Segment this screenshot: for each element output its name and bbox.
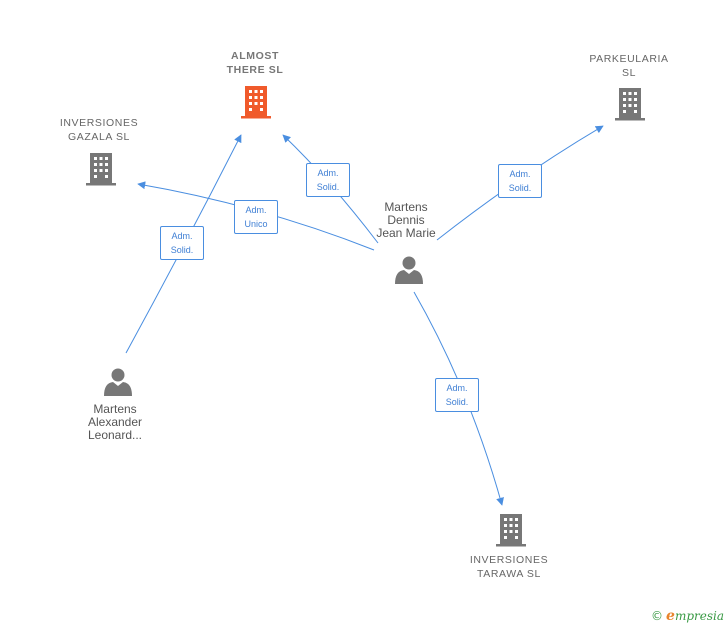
person-name-line: Martens (384, 200, 428, 214)
edge-badge-dennis-gazala[interactable]: Adm. Unico (234, 200, 278, 234)
role-line: Adm. (446, 383, 468, 393)
role-line: Unico (244, 219, 268, 229)
person-label-martens-alexander[interactable]: Martens Alexander Leonard... (65, 403, 165, 442)
company-name-line: PARKEULARIA (589, 53, 669, 65)
role-line: Adm. (317, 168, 339, 178)
building-icon-parkeularia[interactable] (615, 88, 645, 121)
role-line: Adm. (509, 169, 531, 179)
empresia-logo: ©empresia (651, 608, 724, 624)
company-name-line: GAZALA SL (67, 131, 130, 143)
role-line: Solid. (170, 245, 194, 255)
company-name-line: SL (621, 67, 637, 79)
brand-initial: e (666, 608, 675, 624)
building-icon-inversiones-tarawa[interactable] (496, 514, 526, 547)
company-name-line: THERE SL (226, 64, 284, 76)
person-label-martens-dennis[interactable]: Martens Dennis Jean Marie (356, 201, 456, 240)
person-name-line: Alexander (87, 415, 143, 429)
company-name-line: INVERSIONES (59, 117, 139, 129)
company-label-inversiones-tarawa[interactable]: INVERSIONES TARAWA SL (458, 553, 560, 581)
company-name-line: INVERSIONES (469, 554, 549, 566)
role-line: Adm. (171, 231, 193, 241)
edge-badge-dennis-parkeularia[interactable]: Adm. Solid. (498, 164, 542, 198)
company-name-line: TARAWA SL (477, 568, 541, 580)
edge-badge-dennis-almost-there[interactable]: Adm. Solid. (306, 163, 350, 197)
company-label-parkeularia[interactable]: PARKEULARIA SL (578, 52, 680, 80)
role-line: Solid. (316, 182, 340, 192)
role-line: Solid. (445, 397, 469, 407)
person-name-line: Leonard... (87, 428, 143, 442)
edge-badge-alexander-almost-there[interactable]: Adm. Solid. (160, 226, 204, 260)
building-icon-inversiones-gazala[interactable] (86, 153, 116, 186)
company-label-inversiones-gazala[interactable]: INVERSIONES GAZALA SL (48, 116, 150, 144)
copyright-symbol: © (651, 609, 664, 623)
person-name-line: Jean Marie (376, 226, 436, 240)
person-icon-martens-alexander[interactable] (104, 368, 132, 397)
brand-name: mpresia (674, 609, 724, 623)
company-name-line: ALMOST (231, 50, 279, 62)
role-line: Solid. (508, 183, 532, 193)
person-icon-martens-dennis[interactable] (395, 256, 423, 285)
person-name-line: Dennis (387, 213, 425, 227)
role-line: Adm. (245, 205, 267, 215)
edge-badge-dennis-tarawa[interactable]: Adm. Solid. (435, 378, 479, 412)
person-name-line: Martens (93, 402, 137, 416)
building-icon-almost-there[interactable] (241, 86, 271, 119)
company-label-almost-there[interactable]: ALMOST THERE SL (204, 49, 306, 77)
